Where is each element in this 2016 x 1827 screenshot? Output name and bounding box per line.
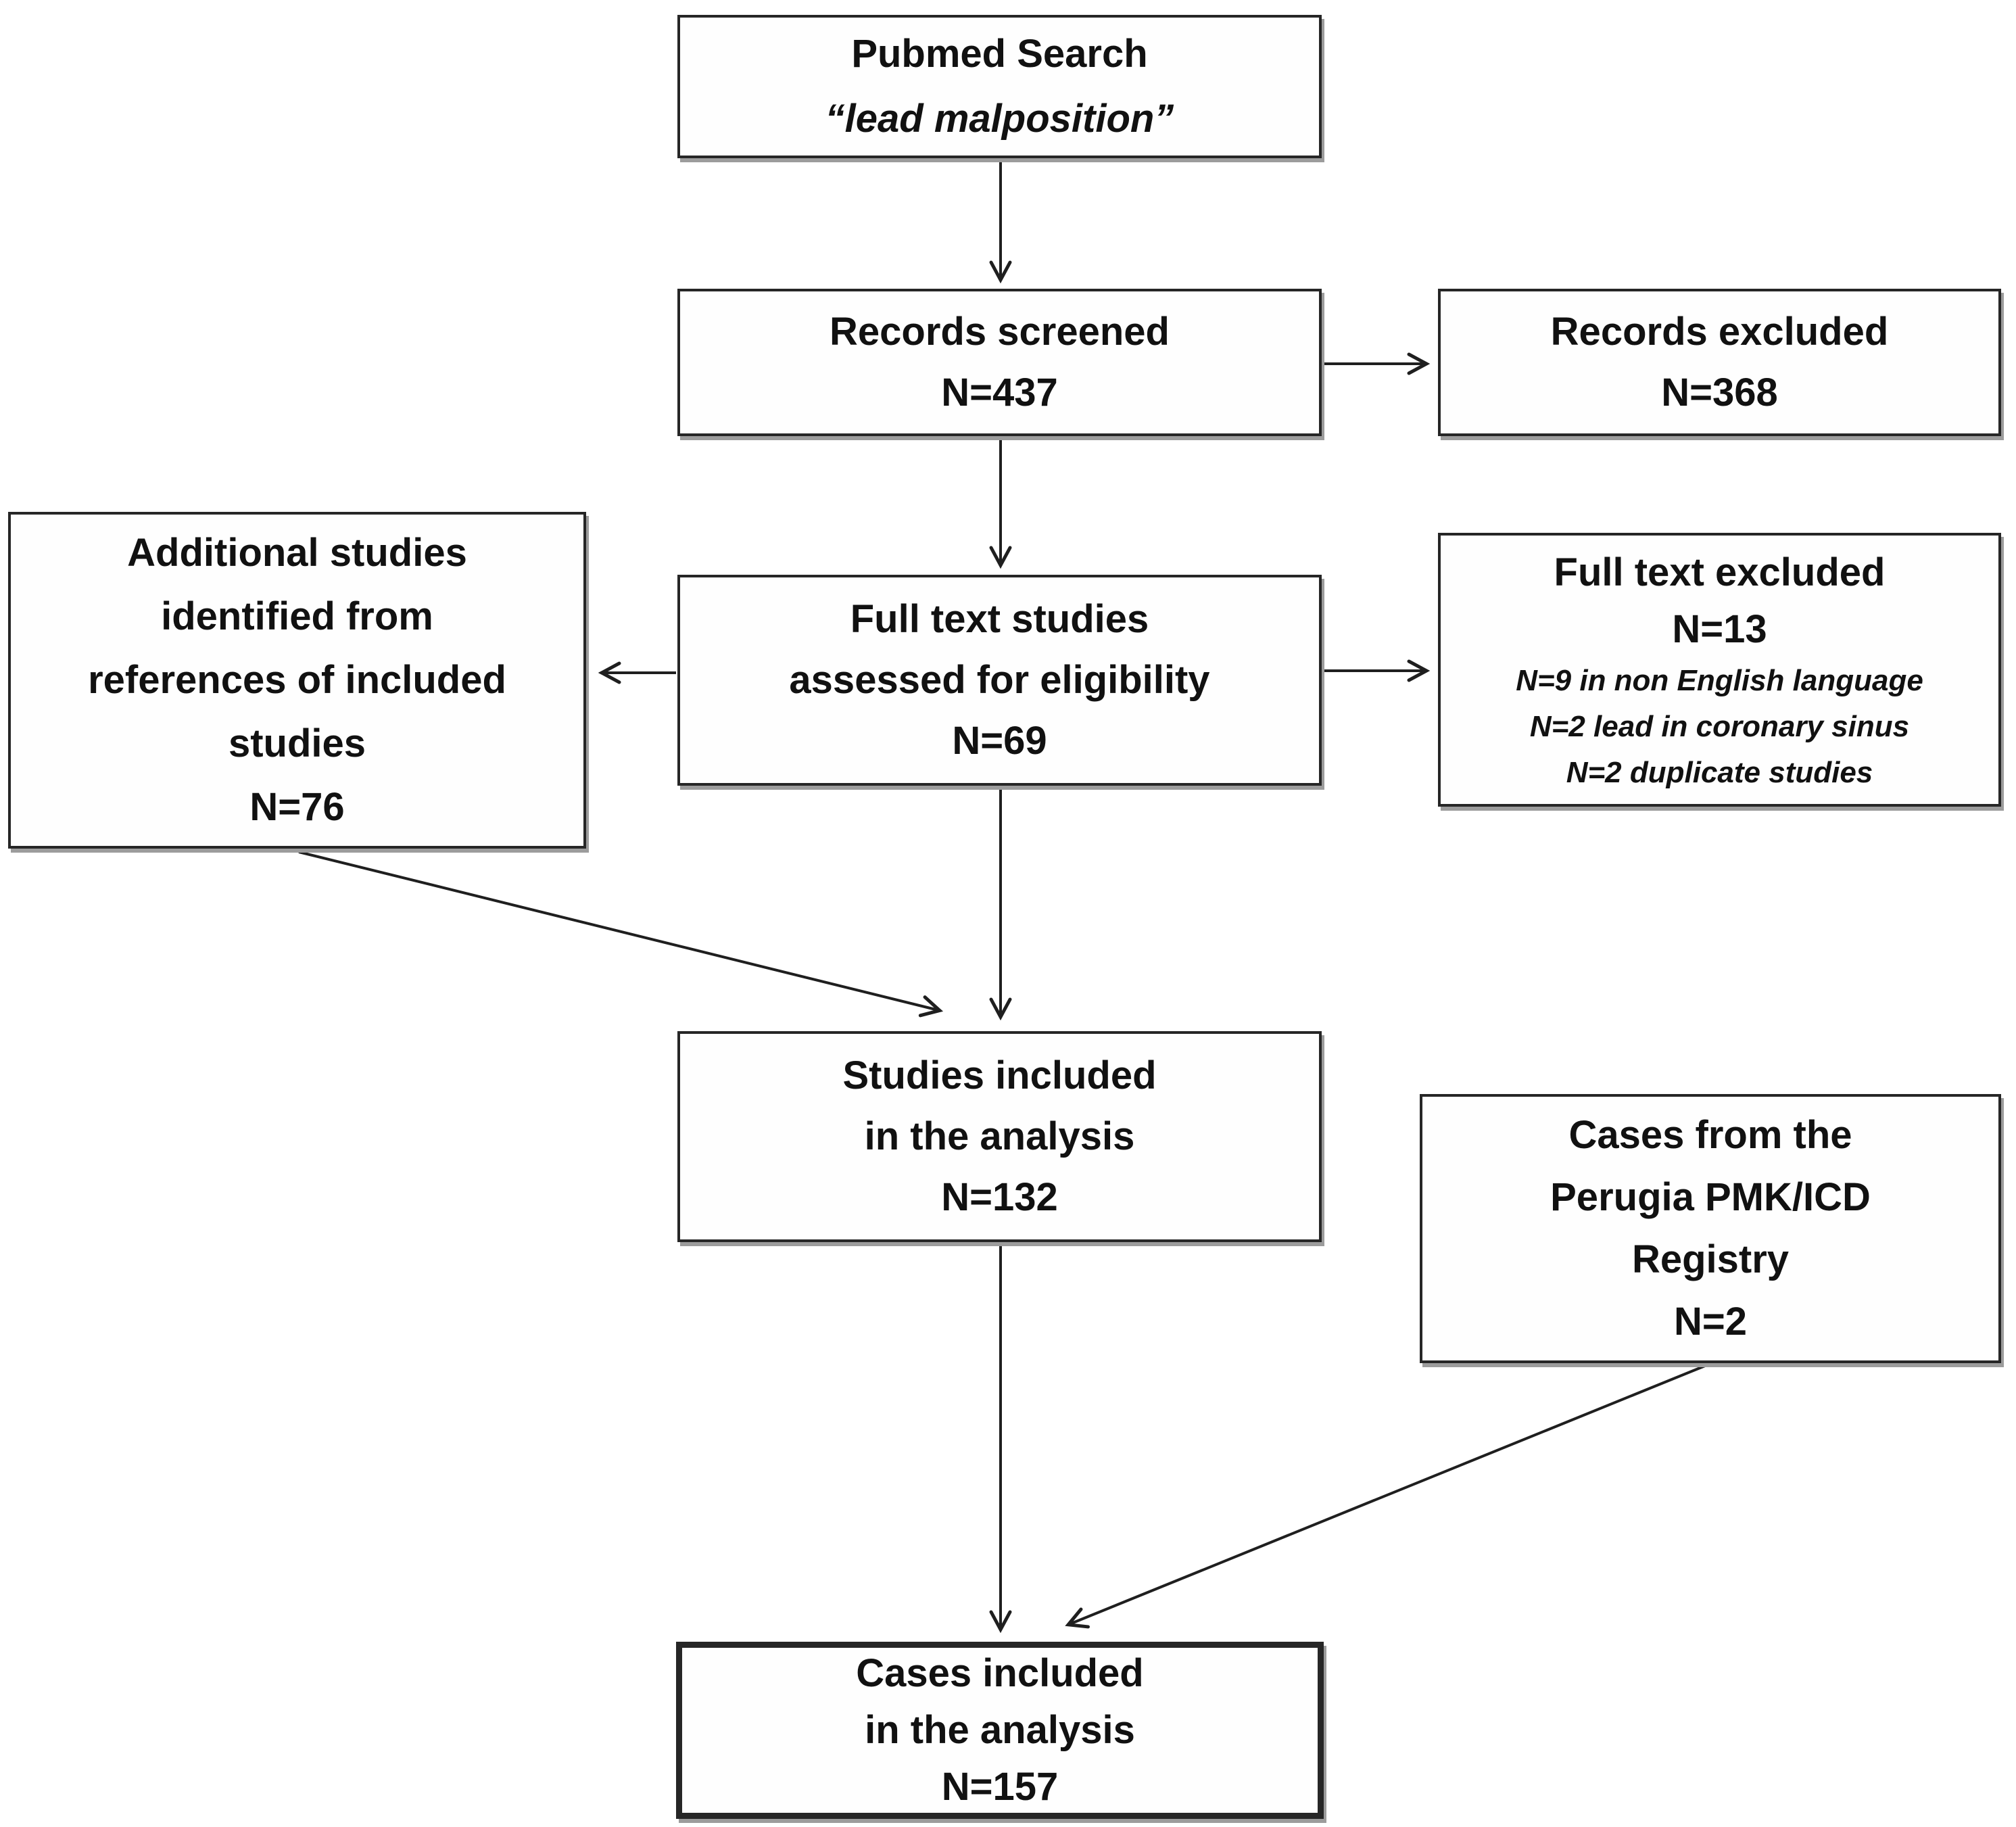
node-count: N=2 <box>1673 1300 1747 1344</box>
node-line: Full text studies <box>850 597 1149 641</box>
node-line: Cases from the <box>1568 1113 1852 1157</box>
node-line: Perugia PMK/ICD <box>1550 1175 1871 1219</box>
node-line: identified from <box>161 594 433 638</box>
node-fulltext-assessed: Full text studies assessed for eligibili… <box>677 575 1322 786</box>
node-line: in the analysis <box>865 1708 1135 1752</box>
node-line: Registry <box>1631 1237 1790 1281</box>
node-count: N=69 <box>952 719 1047 763</box>
node-records-screened: Records screened N=437 <box>677 289 1322 436</box>
node-line: “lead malposition” <box>825 97 1174 141</box>
node-line: in the analysis <box>864 1114 1135 1158</box>
node-records-excluded: Records excluded N=368 <box>1438 289 2001 436</box>
node-studies-included: Studies included in the analysis N=132 <box>677 1031 1322 1242</box>
node-detail: N=2 lead in coronary sinus <box>1529 709 1910 743</box>
node-count: N=76 <box>249 785 345 829</box>
node-line: Studies included <box>842 1053 1157 1097</box>
node-additional-studies: Additional studies identified from refer… <box>8 512 586 849</box>
node-count: N=157 <box>941 1765 1059 1809</box>
node-line: Records excluded <box>1550 310 1889 354</box>
node-count: N=13 <box>1672 607 1767 651</box>
arrow-perugia-to-cases-included <box>1065 1365 1706 1629</box>
node-line: assessed for eligibility <box>789 658 1210 702</box>
node-count: N=368 <box>1661 371 1778 414</box>
node-perugia-registry: Cases from the Perugia PMK/ICD Registry … <box>1420 1094 2001 1363</box>
node-line: Additional studies <box>127 531 467 575</box>
node-line: studies <box>228 721 366 765</box>
node-count: N=437 <box>941 371 1058 414</box>
arrow-additional-to-studies-included <box>298 851 944 1018</box>
node-line: Cases included <box>856 1651 1144 1695</box>
node-line: Full text excluded <box>1554 550 1886 594</box>
node-cases-included: Cases included in the analysis N=157 <box>676 1642 1324 1819</box>
node-line: references of included <box>88 658 506 702</box>
node-detail: N=2 duplicate studies <box>1566 755 1873 789</box>
node-count: N=132 <box>941 1175 1058 1219</box>
node-line: Pubmed Search <box>851 32 1148 76</box>
node-fulltext-excluded: Full text excluded N=13 N=9 in non Engli… <box>1438 533 2001 807</box>
node-pubmed-search: Pubmed Search “lead malposition” <box>677 15 1322 158</box>
node-detail: N=9 in non English language <box>1516 663 1923 697</box>
node-line: Records screened <box>830 310 1170 354</box>
